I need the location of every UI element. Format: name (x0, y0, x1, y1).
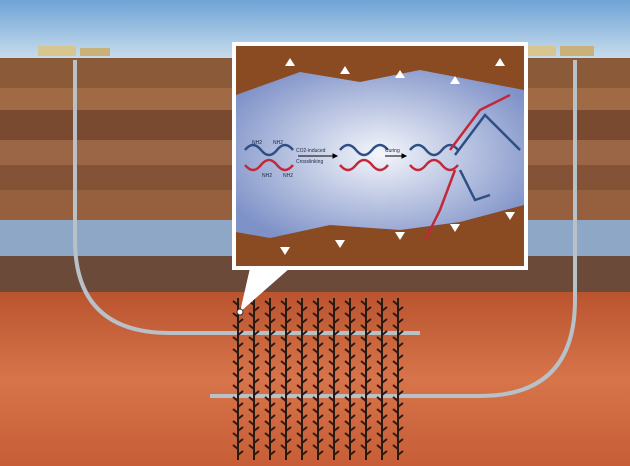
amine-label-3: NH2 (262, 173, 273, 179)
fracture (392, 298, 404, 460)
injection-well-left (73, 60, 420, 335)
truck-left (38, 46, 110, 56)
curing-label: Curing (385, 148, 400, 154)
pressure-arrows (280, 58, 515, 255)
fracture (232, 298, 244, 460)
injection-well-right (210, 60, 577, 398)
fracture (360, 298, 372, 460)
reaction-arrows (298, 153, 408, 159)
fracture (296, 298, 308, 460)
fracture (344, 298, 356, 460)
fracture (264, 298, 276, 460)
fracture (248, 298, 260, 460)
fracture (312, 298, 324, 460)
fracture (328, 298, 340, 460)
reservoir (0, 292, 630, 466)
polymer-strands (244, 93, 521, 241)
fracture (280, 298, 292, 460)
amine-label-1: NH2 (252, 140, 263, 146)
crosslinking-label-bottom: Crosslinking (296, 159, 324, 165)
inset-panel (232, 42, 528, 270)
truck-right (522, 46, 594, 56)
fracture-network (232, 298, 404, 460)
amine-label-4: NH2 (283, 173, 294, 179)
callout-pointer (240, 268, 290, 312)
callout-point (236, 308, 244, 316)
amine-label-2: NH2 (273, 140, 284, 146)
crosslinking-label-top: CO2-induced (296, 148, 326, 154)
fracture (376, 298, 388, 460)
